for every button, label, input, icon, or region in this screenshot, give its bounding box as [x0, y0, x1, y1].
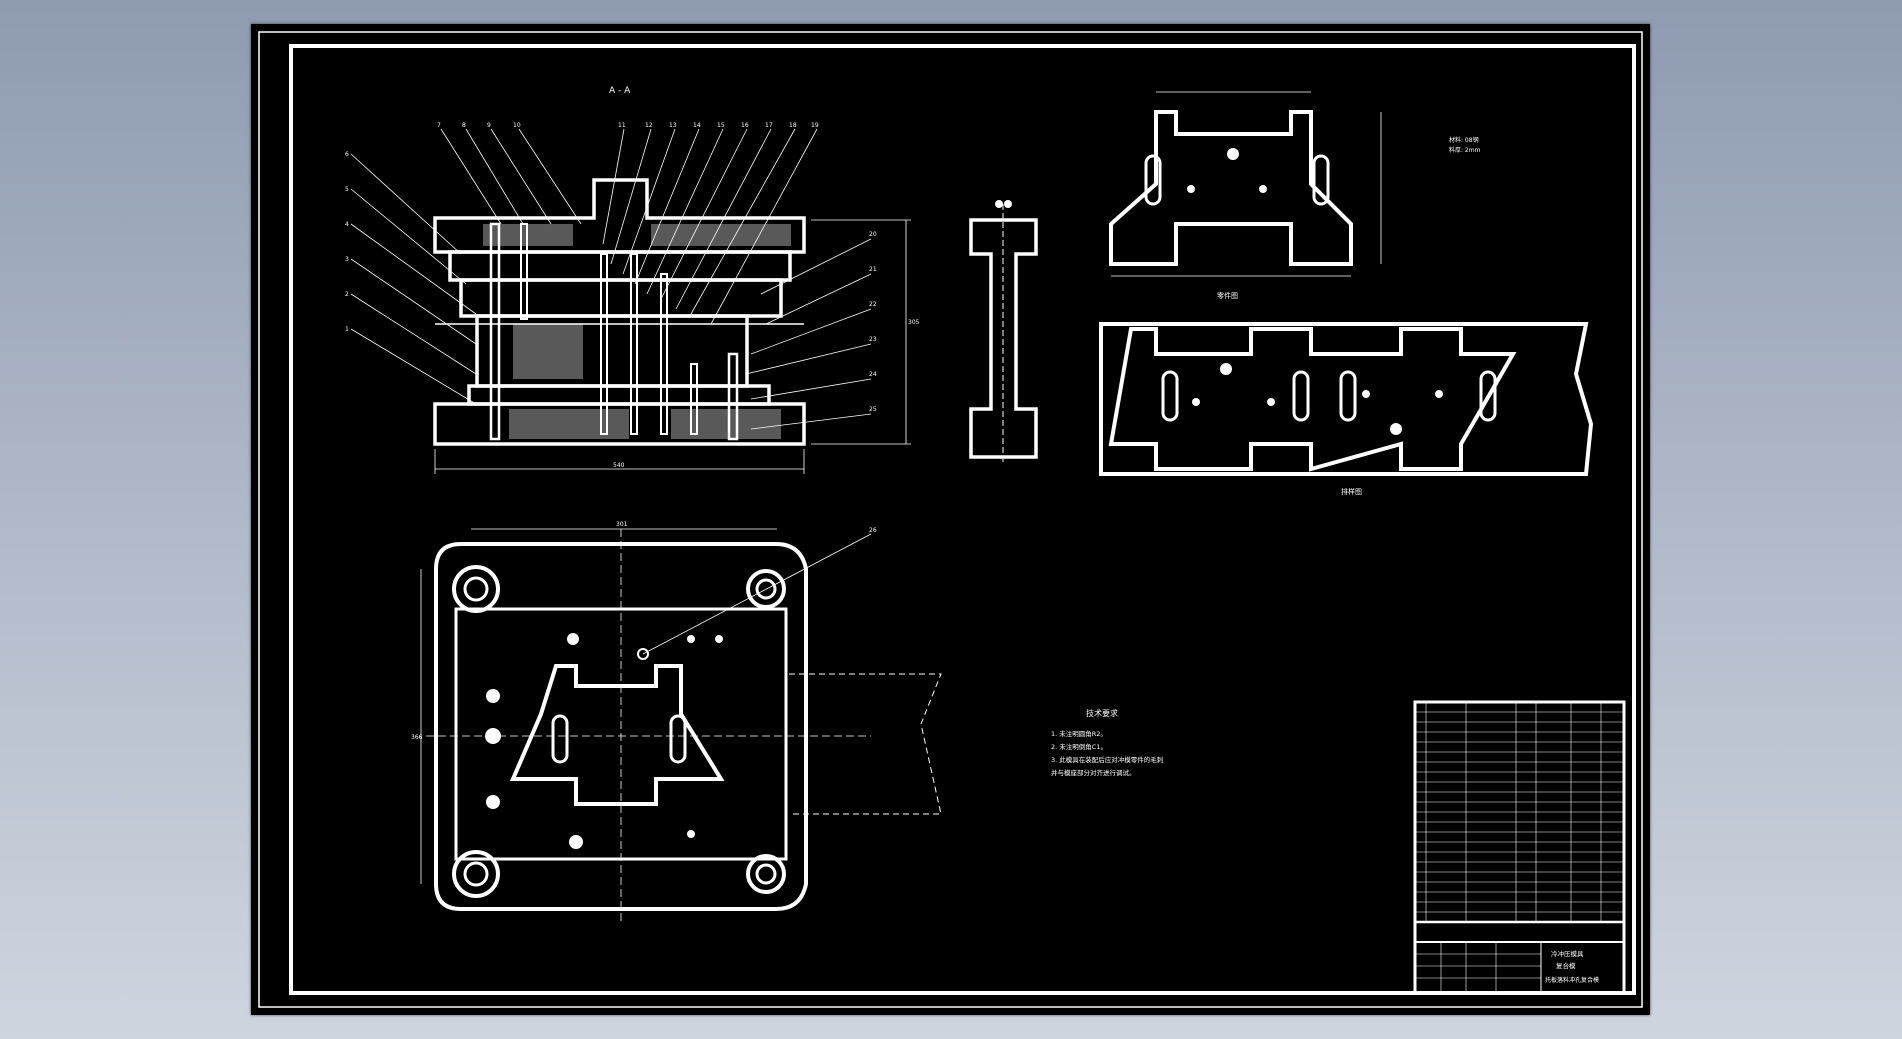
plan-view: 301 366 [411, 521, 942, 924]
drawing-sheet: A - A [251, 24, 1650, 1015]
balloon-20: 20 [869, 231, 877, 238]
balloon-18: 18 [789, 122, 797, 129]
tech-req-2: 2. 未注明倒角C1。 [1051, 742, 1107, 751]
balloon-5: 5 [345, 186, 349, 193]
outer-border [258, 31, 1643, 1008]
material-line1: 材料: 08钢 [1449, 136, 1479, 144]
tech-req-1: 1. 未注明圆角R2。 [1051, 729, 1107, 738]
balloon-11: 11 [618, 122, 626, 129]
balloon-19: 19 [811, 122, 819, 129]
title-block-title3: 托板落料冲孔复合模 [1545, 976, 1599, 984]
section-view: A - A [345, 86, 920, 655]
balloon-6: 6 [345, 151, 349, 158]
balloon-7: 7 [437, 122, 441, 129]
balloon-25: 25 [869, 406, 877, 413]
side-view [969, 200, 1038, 464]
balloon-22: 22 [869, 301, 877, 308]
dim-height: 305 [908, 319, 920, 326]
balloon-labels-left: 6 5 4 3 2 1 [345, 151, 349, 333]
balloon-4: 4 [345, 221, 349, 228]
balloon-24: 24 [869, 371, 877, 378]
balloon-3: 3 [345, 256, 349, 263]
balloon-labels-right: 20 21 22 23 24 25 26 [869, 231, 877, 534]
title-block-title1: 冷冲压模具 [1551, 949, 1584, 958]
tech-req-title: 技术要求 [1086, 708, 1118, 718]
balloon-12: 12 [645, 122, 653, 129]
tech-req-4: 并与模座部分对齐进行调试。 [1051, 768, 1136, 777]
balloon-8: 8 [462, 122, 466, 129]
balloon-16: 16 [741, 122, 749, 129]
balloon-14: 14 [693, 122, 701, 129]
balloon-labels-top: 7 8 9 10 11 12 13 14 15 16 17 18 19 [437, 122, 819, 129]
balloon-21: 21 [869, 266, 877, 273]
tech-req-3: 3. 此模具在装配后应对冲模零件的毛刺 [1051, 755, 1163, 764]
technical-requirements: 技术要求 1. 未注明圆角R2。 2. 未注明倒角C1。 3. 此模具在装配后应… [1051, 708, 1163, 777]
balloon-26: 26 [869, 527, 877, 534]
part-view-label: 零件图 [1217, 291, 1238, 300]
material-line2: 料厚: 2mm [1449, 146, 1481, 154]
balloon-10: 10 [513, 122, 521, 129]
section-title: A - A [609, 86, 631, 96]
part-drawing: 零件图 材料: 08钢 料厚: 2mm [1109, 91, 1481, 300]
balloon-17: 17 [765, 122, 773, 129]
title-block-title2: 复合模 [1556, 961, 1576, 970]
dim-plan-width: 301 [616, 521, 628, 528]
balloon-1: 1 [345, 326, 349, 333]
title-block: 冷冲压模具 复合模 托板落料冲孔复合模 [1413, 700, 1626, 995]
cad-drawing: A - A [258, 31, 1643, 1008]
dim-width: 540 [613, 462, 625, 469]
strip-label: 排样图 [1341, 487, 1362, 496]
balloon-2: 2 [345, 291, 349, 298]
inner-border [289, 44, 1636, 995]
balloon-15: 15 [717, 122, 725, 129]
strip-layout: 排样图 [1099, 322, 1594, 496]
balloon-23: 23 [869, 336, 877, 343]
dim-plan-height: 366 [411, 734, 423, 741]
balloon-9: 9 [487, 122, 491, 129]
balloon-13: 13 [669, 122, 677, 129]
